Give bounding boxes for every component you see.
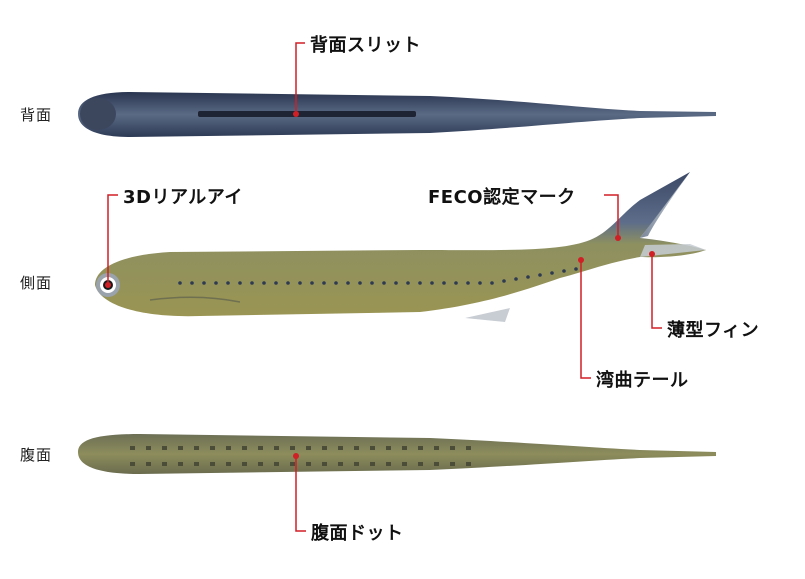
top-view-lure [78,92,716,137]
callout-feco-mark: FECO認定マーク [428,183,576,209]
callout-back-slit: 背面スリット [310,31,421,57]
callout-belly-dots: 腹面ドット [311,519,404,545]
callout-curved-tail: 湾曲テール [596,366,689,392]
callout-real-eye: 3Dリアルアイ [123,183,243,209]
label-side-view: 側面 [20,272,52,293]
leader-thin-fin [652,254,662,328]
leader-curved-tail [581,260,591,378]
label-top-view: 背面 [20,104,52,125]
label-belly-view: 腹面 [20,444,52,465]
belly-view-lure [78,434,716,474]
callout-thin-fin: 薄型フィン [667,316,759,342]
back-slit [198,111,416,117]
